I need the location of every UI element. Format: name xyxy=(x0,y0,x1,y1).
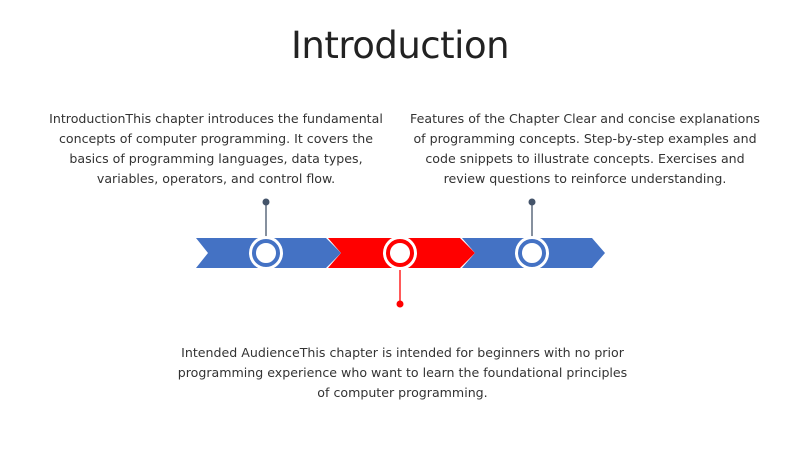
connector-dot-2 xyxy=(396,300,404,308)
milestone-audience-text: Intended AudienceThis chapter is intende… xyxy=(177,345,628,400)
connector-dot-1 xyxy=(262,198,270,206)
connector-dot-3 xyxy=(528,198,536,206)
milestone-features-text: Features of the Chapter Clear and concis… xyxy=(410,111,760,186)
slide-title: Introduction xyxy=(290,24,510,67)
milestone-ring-1 xyxy=(252,239,280,267)
milestone-ring-3 xyxy=(518,239,546,267)
milestone-ring-2 xyxy=(386,239,414,267)
milestone-introduction-text: IntroductionThis chapter introduces the … xyxy=(49,111,383,186)
